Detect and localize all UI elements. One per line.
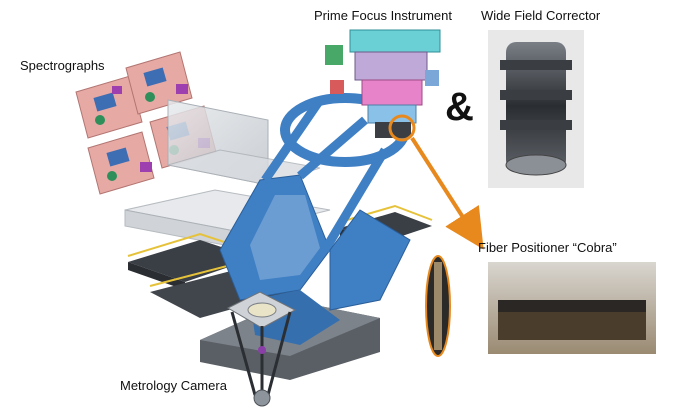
cobra-array-photo <box>488 262 656 354</box>
prime-focus-instrument <box>325 29 441 138</box>
prime-focus-instrument-label: Prime Focus Instrument <box>314 8 452 23</box>
spectrograph-module-3 <box>87 131 155 195</box>
metrology-camera-label: Metrology Camera <box>120 378 227 393</box>
fiber-positioner-label: Fiber Positioner “Cobra” <box>478 240 617 255</box>
spectrograph-module-2 <box>125 51 193 115</box>
cobra-closeup-photo <box>425 255 451 357</box>
spectrograph-module-1 <box>75 75 143 139</box>
spectrographs-label: Spectrographs <box>20 58 105 73</box>
ampersand-text: & <box>445 85 474 129</box>
wide-field-corrector-label: Wide Field Corrector <box>481 8 601 23</box>
metrology-camera-structure <box>226 291 297 407</box>
callout-arrow <box>388 114 484 250</box>
wide-field-corrector-photo <box>488 30 584 188</box>
